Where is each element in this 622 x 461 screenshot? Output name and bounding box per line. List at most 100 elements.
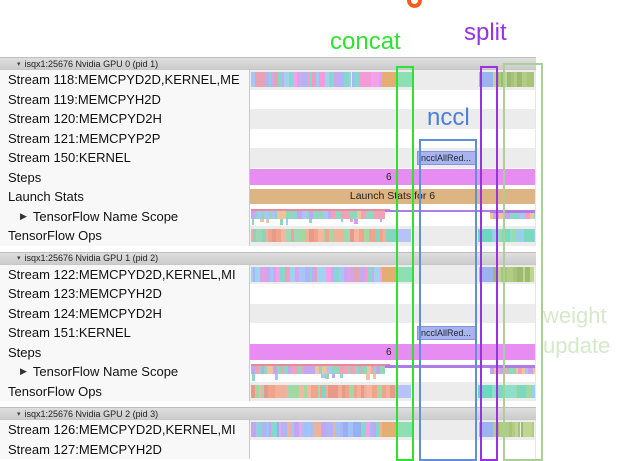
stream-kernel-event[interactable] — [251, 266, 254, 282]
stream-kernel-event[interactable] — [317, 422, 321, 437]
nccl-allreduce-block[interactable]: ncclAllRed... — [417, 150, 477, 165]
weight-update-event[interactable] — [527, 72, 532, 87]
concat-op-event[interactable] — [398, 266, 413, 282]
name-scope-event[interactable] — [372, 210, 376, 219]
tf-op-event[interactable] — [265, 229, 269, 242]
name-scope-event[interactable] — [296, 210, 303, 219]
name-scope-event[interactable] — [331, 210, 336, 219]
name-scope-event[interactable] — [499, 212, 503, 219]
weight-update-event[interactable] — [528, 422, 533, 437]
tf-op-event[interactable] — [366, 384, 373, 398]
name-scope-event[interactable] — [293, 210, 297, 219]
name-scope-event[interactable] — [308, 210, 313, 219]
stream-kernel-event[interactable] — [365, 422, 371, 437]
tf-op-event[interactable] — [286, 229, 291, 242]
tf-op-event[interactable] — [267, 384, 272, 398]
tf-op-event[interactable] — [529, 229, 534, 242]
stream-kernel-event[interactable] — [312, 422, 318, 437]
stream-kernel-event[interactable] — [284, 422, 288, 437]
name-scope-event[interactable] — [302, 366, 305, 374]
tf-op-event[interactable] — [515, 229, 521, 242]
name-scope-event[interactable] — [274, 374, 278, 380]
name-scope-event[interactable] — [347, 366, 350, 374]
name-scope-event[interactable] — [379, 218, 383, 222]
tf-op-event[interactable] — [276, 229, 282, 242]
tf-op-event[interactable] — [524, 229, 530, 242]
name-scope-event[interactable] — [252, 218, 255, 225]
stream-kernel-event[interactable] — [260, 72, 265, 87]
stream-memcpy-event[interactable] — [382, 72, 398, 87]
name-scope-event[interactable] — [375, 210, 379, 219]
tf-op-event[interactable] — [272, 229, 277, 242]
name-scope-event[interactable] — [272, 366, 277, 374]
name-scope-event[interactable] — [529, 212, 534, 219]
tf-op-event[interactable] — [398, 384, 411, 398]
tf-op-event[interactable] — [333, 384, 338, 398]
weight-update-event[interactable] — [508, 422, 512, 437]
concat-op-event[interactable] — [398, 422, 413, 437]
stream-kernel-event[interactable] — [255, 72, 261, 87]
stream-kernel-event[interactable] — [294, 422, 299, 437]
name-scope-event[interactable] — [515, 368, 518, 374]
name-scope-event[interactable] — [339, 366, 345, 374]
stream-kernel-event[interactable] — [304, 266, 310, 282]
name-scope-event[interactable] — [345, 210, 350, 219]
tf-op-event[interactable] — [354, 229, 359, 242]
stream-kernel-event[interactable] — [320, 422, 326, 437]
stream-kernel-event[interactable] — [268, 422, 272, 437]
concat-op-event[interactable] — [398, 72, 413, 87]
stream-kernel-event[interactable] — [358, 266, 364, 282]
weight-update-event[interactable] — [503, 422, 509, 437]
tf-op-event[interactable] — [342, 384, 346, 398]
name-scope-event[interactable] — [252, 374, 255, 381]
stream-kernel-event[interactable] — [353, 422, 358, 437]
name-scope-event[interactable] — [285, 210, 291, 219]
tf-op-event[interactable] — [530, 384, 535, 398]
name-scope-event[interactable] — [383, 210, 385, 219]
stream-kernel-event[interactable] — [264, 72, 269, 87]
tf-op-event[interactable] — [533, 229, 535, 242]
tf-op-event[interactable] — [338, 229, 343, 242]
stream-kernel-event[interactable] — [325, 72, 330, 87]
stream-memcpy-event[interactable] — [382, 266, 398, 282]
name-scope-event[interactable] — [330, 366, 335, 374]
tf-op-event[interactable] — [390, 384, 396, 398]
stream-kernel-event[interactable] — [258, 422, 262, 437]
tf-op-event[interactable] — [263, 384, 268, 398]
split-op-event[interactable] — [479, 266, 493, 282]
name-scope-event[interactable] — [251, 210, 255, 219]
stream-kernel-event[interactable] — [372, 422, 376, 437]
name-scope-event[interactable] — [528, 368, 534, 374]
row-label-namescope[interactable]: ▶TensorFlow Name Scope — [0, 206, 250, 226]
name-scope-event[interactable] — [490, 368, 494, 374]
stream-kernel-event[interactable] — [315, 266, 318, 282]
name-scope-event[interactable] — [349, 366, 355, 374]
tf-op-event[interactable] — [337, 384, 343, 398]
weight-update-event[interactable] — [520, 422, 523, 437]
stream-kernel-event[interactable] — [278, 422, 281, 437]
name-scope-event[interactable] — [258, 366, 262, 374]
name-scope-event[interactable] — [291, 366, 294, 374]
name-scope-event[interactable] — [380, 366, 385, 374]
name-scope-event[interactable] — [267, 366, 273, 374]
stream-kernel-event[interactable] — [273, 266, 276, 282]
name-scope-event[interactable] — [500, 368, 503, 374]
weight-update-event[interactable] — [498, 72, 501, 87]
name-scope-event[interactable] — [357, 210, 362, 219]
name-scope-event[interactable] — [260, 218, 264, 223]
tf-op-event[interactable] — [505, 229, 511, 242]
tf-op-event[interactable] — [499, 384, 503, 398]
name-scope-event[interactable] — [373, 374, 377, 380]
name-scope-event[interactable] — [337, 210, 342, 219]
tf-op-event[interactable] — [256, 229, 259, 242]
weight-update-event[interactable] — [493, 72, 496, 87]
stream-kernel-event[interactable] — [378, 72, 382, 87]
name-scope-event[interactable] — [361, 210, 366, 219]
weight-update-event[interactable] — [522, 266, 525, 282]
stream-kernel-event[interactable] — [347, 422, 354, 437]
tf-op-event[interactable] — [328, 384, 334, 398]
name-scope-event[interactable] — [517, 368, 522, 374]
name-scope-event[interactable] — [277, 210, 283, 219]
stream-kernel-event[interactable] — [367, 266, 373, 282]
weight-update-event[interactable] — [514, 72, 518, 87]
